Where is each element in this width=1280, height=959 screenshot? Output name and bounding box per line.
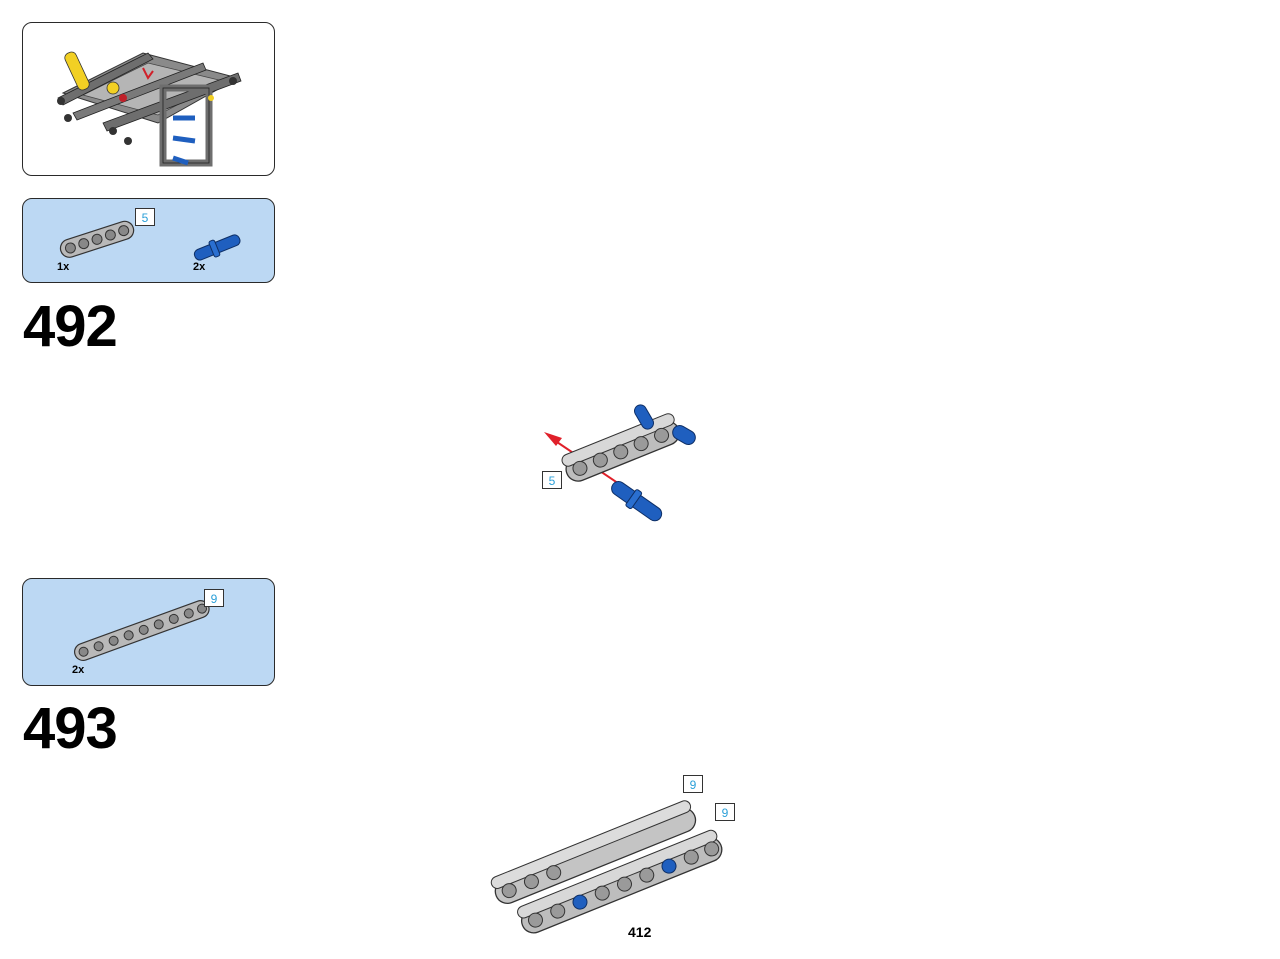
- length-indicator: 9: [683, 775, 703, 793]
- parts-list-step-493: 9 2x: [22, 578, 275, 686]
- axle-pin-blue-icon: [193, 234, 241, 261]
- step-number: 492: [23, 294, 118, 359]
- parts-list-step-492: 5 1x 2x: [22, 198, 275, 283]
- page-number: 412: [628, 924, 652, 940]
- liftarm-9-icon: [73, 600, 210, 662]
- length-indicator: 9: [715, 803, 735, 821]
- part-quantity: 2x: [193, 261, 206, 273]
- length-indicator: 5: [135, 208, 155, 226]
- step-number: 493: [23, 696, 118, 761]
- length-indicator: 5: [542, 471, 562, 489]
- step-493-assembly: [490, 800, 723, 934]
- part-quantity: 2x: [72, 664, 85, 676]
- part-quantity: 1x: [57, 261, 70, 273]
- liftarm-5-icon: [59, 220, 135, 258]
- submodel-callout: [22, 22, 275, 176]
- step-492-assembly: [544, 404, 696, 522]
- length-indicator: 9: [204, 589, 224, 607]
- assembled-chassis-image: [57, 51, 242, 167]
